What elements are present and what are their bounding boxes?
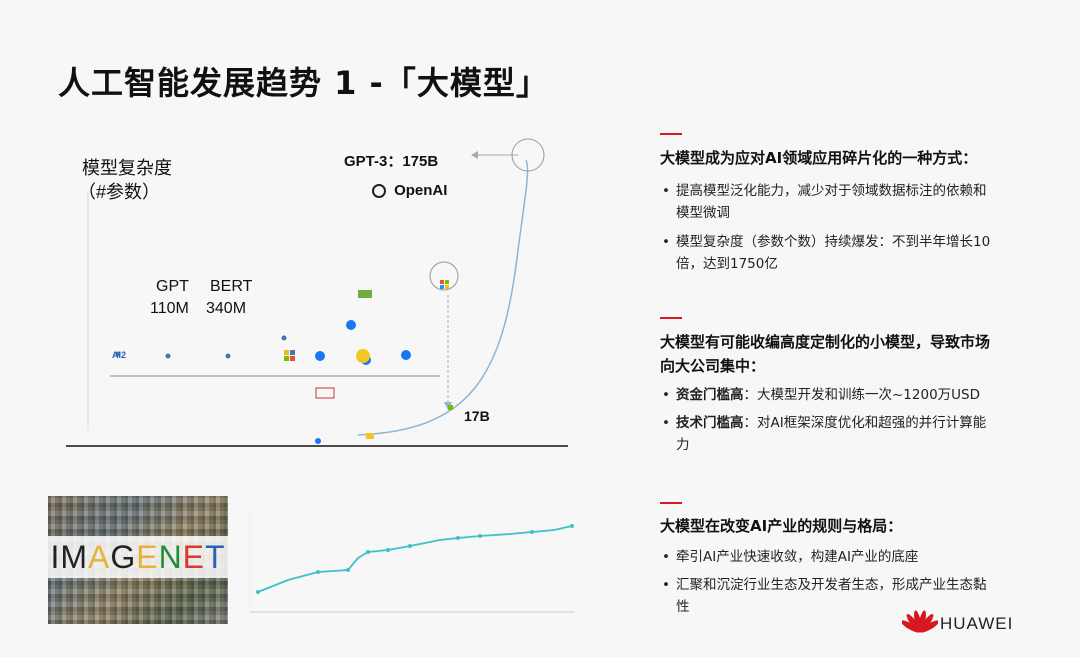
facebook-icon — [315, 351, 325, 361]
microsoft-logo — [440, 280, 444, 284]
model-icon — [284, 356, 289, 361]
bullet-text: ：对AI框架深度优化和超强的并行计算能力 — [676, 415, 987, 453]
bullet-item: 资金门槛高：大模型开发和训练一次~1200万USD — [660, 384, 996, 406]
gpt3-pointer-head — [471, 151, 478, 159]
openai-logo: OpenAI — [372, 180, 447, 200]
ylabel-line2: （#参数） — [78, 182, 161, 202]
facebook-icon — [346, 320, 356, 330]
imagenet-image: IMAGENET — [48, 496, 228, 624]
bert-label: BERT — [210, 278, 253, 295]
bullet-text: 提高模型泛化能力，减少对于领域数据标注的依赖和模型微调 — [676, 183, 987, 221]
data-point — [316, 570, 320, 574]
model-complexity-chart: 模型复杂度 （#参数） GPT-3：175B OpenAI GPT 110M B… — [48, 130, 588, 470]
data-point — [386, 548, 390, 552]
model-point — [115, 351, 121, 357]
facebook-icon — [315, 438, 321, 444]
slide-title: 人工智能发展趋势 1 -「大模型」 — [58, 64, 549, 102]
data-point — [346, 568, 350, 572]
gpt-value: 110M — [150, 300, 189, 317]
section-divider — [660, 502, 682, 504]
huawei-flower-icon — [902, 610, 938, 633]
growth-curve — [357, 159, 529, 436]
section-heading: 大模型有可能收编高度定制化的小模型，导致市场向大公司集中： — [660, 333, 991, 375]
bullet-bold: 资金门槛高 — [676, 387, 744, 403]
bullet-item: 牵引AI产业快速收敛，构建AI产业的底座 — [660, 546, 996, 568]
model-icon — [366, 433, 374, 439]
data-point — [478, 534, 482, 538]
gpt3-highlight — [511, 138, 545, 172]
accuracy-line — [257, 525, 573, 593]
data-point — [456, 536, 460, 540]
imagenet-letter: G — [110, 539, 137, 575]
nvidia-icon — [358, 290, 372, 298]
turing-highlight — [429, 261, 459, 291]
progress-chart-svg — [249, 508, 575, 613]
facebook-icon — [401, 350, 411, 360]
data-point — [366, 550, 370, 554]
model-icon — [284, 350, 289, 355]
model-box — [315, 387, 335, 399]
data-point — [570, 524, 574, 528]
ai2-label: AI2 — [112, 350, 127, 360]
model-point — [225, 353, 231, 359]
model-point — [165, 353, 171, 359]
openai-icon — [372, 183, 386, 198]
data-point — [256, 590, 260, 594]
imagenet-letter: M — [60, 539, 88, 575]
model-point — [281, 335, 287, 341]
bullet-text: 汇聚和沉淀行业生态及开发者生态，形成产业生态黏性 — [676, 577, 987, 615]
data-point — [530, 530, 534, 534]
data-point — [408, 544, 412, 548]
bullet-item: 汇聚和沉淀行业生态及开发者生态，形成产业生态黏性 — [660, 574, 996, 618]
bullet-item: 提高模型泛化能力，减少对于领域数据标注的依赖和模型微调 — [660, 180, 996, 224]
imagenet-letter: T — [205, 539, 226, 575]
gpt3-label: GPT-3：175B — [344, 153, 439, 170]
imagenet-progress-chart — [240, 500, 580, 628]
section-divider — [660, 133, 682, 135]
huggingface-icon — [356, 349, 370, 363]
model-icon — [448, 405, 453, 410]
section-divider — [660, 317, 682, 319]
bullet-text: 牵引AI产业快速收敛，构建AI产业的底座 — [676, 549, 919, 565]
bullet-text: ：大模型开发和训练一次~1200万USD — [743, 387, 981, 403]
bullet-item: 模型复杂度（参数个数）持续爆发：不到半年增长10倍，达到1750亿 — [660, 231, 996, 275]
imagenet-logo: IMAGENET — [48, 536, 228, 578]
label-17b: 17B — [464, 408, 490, 424]
model-icon — [290, 350, 295, 355]
model-icon — [290, 356, 295, 361]
ylabel-line1: 模型复杂度 — [82, 158, 172, 178]
imagenet-letter: A — [87, 539, 111, 575]
bert-value: 340M — [206, 300, 247, 317]
bullet-bold: 技术门槛高 — [676, 415, 744, 431]
imagenet-letter: E — [136, 539, 159, 575]
section-heading: 大模型成为应对AI领域应用碎片化的一种方式： — [660, 149, 978, 167]
imagenet-logo-text: IMAGENET — [50, 539, 225, 575]
chart-svg — [66, 138, 568, 447]
imagenet-letter: N — [158, 539, 183, 575]
bullet-item: 技术门槛高：对AI框架深度优化和超强的并行计算能力 — [660, 412, 996, 456]
gpt-label: GPT — [156, 278, 189, 295]
huawei-wordmark: HUAWEI — [940, 614, 1014, 633]
huawei-logo — [900, 606, 1070, 640]
openai-label: OpenAI — [394, 182, 448, 199]
imagenet-letter: E — [182, 539, 206, 575]
section-heading: 大模型在改变AI产业的规则与格局： — [660, 517, 903, 535]
bullet-text: 模型复杂度（参数个数）持续爆发：不到半年增长10倍，达到1750亿 — [676, 234, 991, 272]
imagenet-letter: I — [50, 539, 61, 575]
